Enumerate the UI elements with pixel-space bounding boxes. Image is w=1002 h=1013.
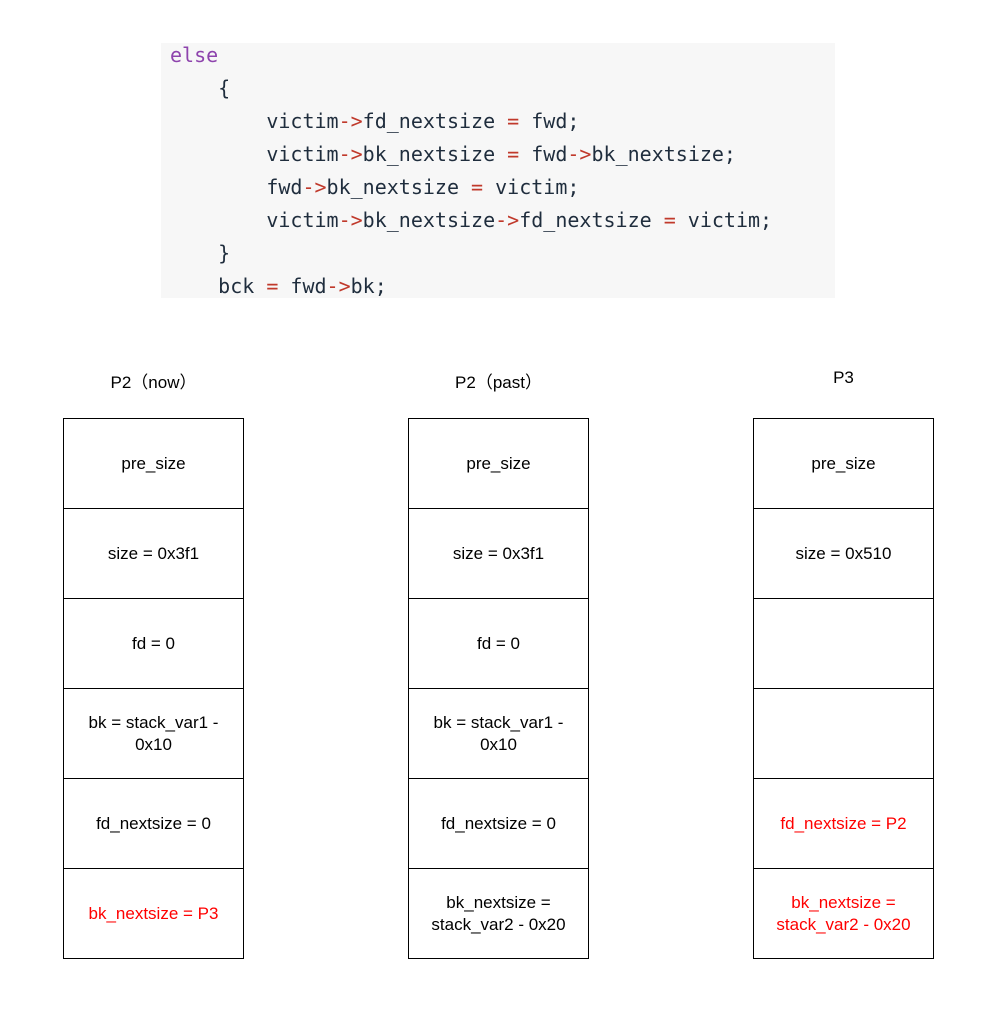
cell-fd-nextsize: fd_nextsize = 0	[64, 779, 243, 869]
code-line: {	[170, 76, 230, 100]
code-token: fd_nextsize	[519, 208, 664, 232]
code-line: }	[170, 241, 230, 265]
cell-bk-nextsize: bk_nextsize = stack_var2 - 0x20	[754, 869, 933, 959]
cell-pre-size: pre_size	[409, 419, 588, 509]
code-token: bk_nextsize	[362, 142, 508, 166]
chunk-box: pre_size size = 0x3f1 fd = 0 bk = stack_…	[63, 418, 244, 959]
code-token: ->	[326, 274, 351, 298]
code-token: victim;	[483, 175, 580, 199]
code-token: victim;	[675, 208, 773, 232]
cell-fd-nextsize: fd_nextsize = P2	[754, 779, 933, 869]
cell-bk: bk = stack_var1 - 0x10	[64, 689, 243, 779]
chunk-box: pre_size size = 0x510 fd_nextsize = P2 b…	[753, 418, 934, 959]
code-token: {	[170, 76, 231, 100]
code-snippet: else { victim->fd_nextsize = fwd; victim…	[161, 43, 835, 298]
code-token: }	[170, 241, 231, 265]
code-token: =	[471, 175, 484, 199]
cell-bk: bk = stack_var1 - 0x10	[409, 689, 588, 779]
code-token: fd_nextsize	[362, 109, 508, 133]
cell-size: size = 0x3f1	[64, 509, 243, 599]
code-token: ->	[302, 175, 327, 199]
code-token: fwd	[170, 175, 303, 199]
code-token: ->	[338, 142, 363, 166]
cell-pre-size: pre_size	[754, 419, 933, 509]
code-token: victim	[170, 142, 339, 166]
code-token: bk_nextsize	[362, 208, 496, 232]
code-token: fwd	[278, 274, 327, 298]
code-token: =	[507, 109, 520, 133]
cell-bk	[754, 689, 933, 779]
cell-fd-nextsize: fd_nextsize = 0	[409, 779, 588, 869]
code-line: fwd->bk_nextsize = victim;	[170, 175, 579, 199]
code-line: bck = fwd->bk;	[170, 274, 387, 298]
code-line: victim->fd_nextsize = fwd;	[170, 109, 579, 133]
cell-size: size = 0x3f1	[409, 509, 588, 599]
code-token: else	[170, 43, 219, 67]
column-title: P2（past）	[455, 373, 542, 392]
code-token: victim	[170, 208, 339, 232]
code-line: victim->bk_nextsize = fwd->bk_nextsize;	[170, 142, 736, 166]
code-token: bk;	[350, 274, 387, 298]
code-token: ->	[338, 208, 363, 232]
cell-bk-nextsize: bk_nextsize = stack_var2 - 0x20	[409, 869, 588, 959]
code-token: fwd;	[519, 109, 580, 133]
cell-size: size = 0x510	[754, 509, 933, 599]
code-token: fwd	[519, 142, 568, 166]
code-token: ->	[567, 142, 592, 166]
code-line: else	[170, 43, 218, 67]
cell-fd: fd = 0	[409, 599, 588, 689]
code-token: bck	[170, 274, 267, 298]
code-token: =	[663, 208, 676, 232]
chunk-box: pre_size size = 0x3f1 fd = 0 bk = stack_…	[408, 418, 589, 959]
cell-pre-size: pre_size	[64, 419, 243, 509]
code-token: =	[266, 274, 279, 298]
cell-bk-nextsize: bk_nextsize = P3	[64, 869, 243, 959]
code-line: victim->bk_nextsize->fd_nextsize = victi…	[170, 208, 772, 232]
code-token: bk_nextsize	[326, 175, 472, 199]
cell-fd	[754, 599, 933, 689]
code-token: victim	[170, 109, 339, 133]
code-token: =	[507, 142, 520, 166]
code-token: ->	[495, 208, 520, 232]
column-title: P3	[833, 368, 854, 387]
cell-fd: fd = 0	[64, 599, 243, 689]
code-token: ->	[338, 109, 363, 133]
code-token: bk_nextsize;	[591, 142, 736, 166]
column-title: P2（now）	[110, 373, 197, 392]
